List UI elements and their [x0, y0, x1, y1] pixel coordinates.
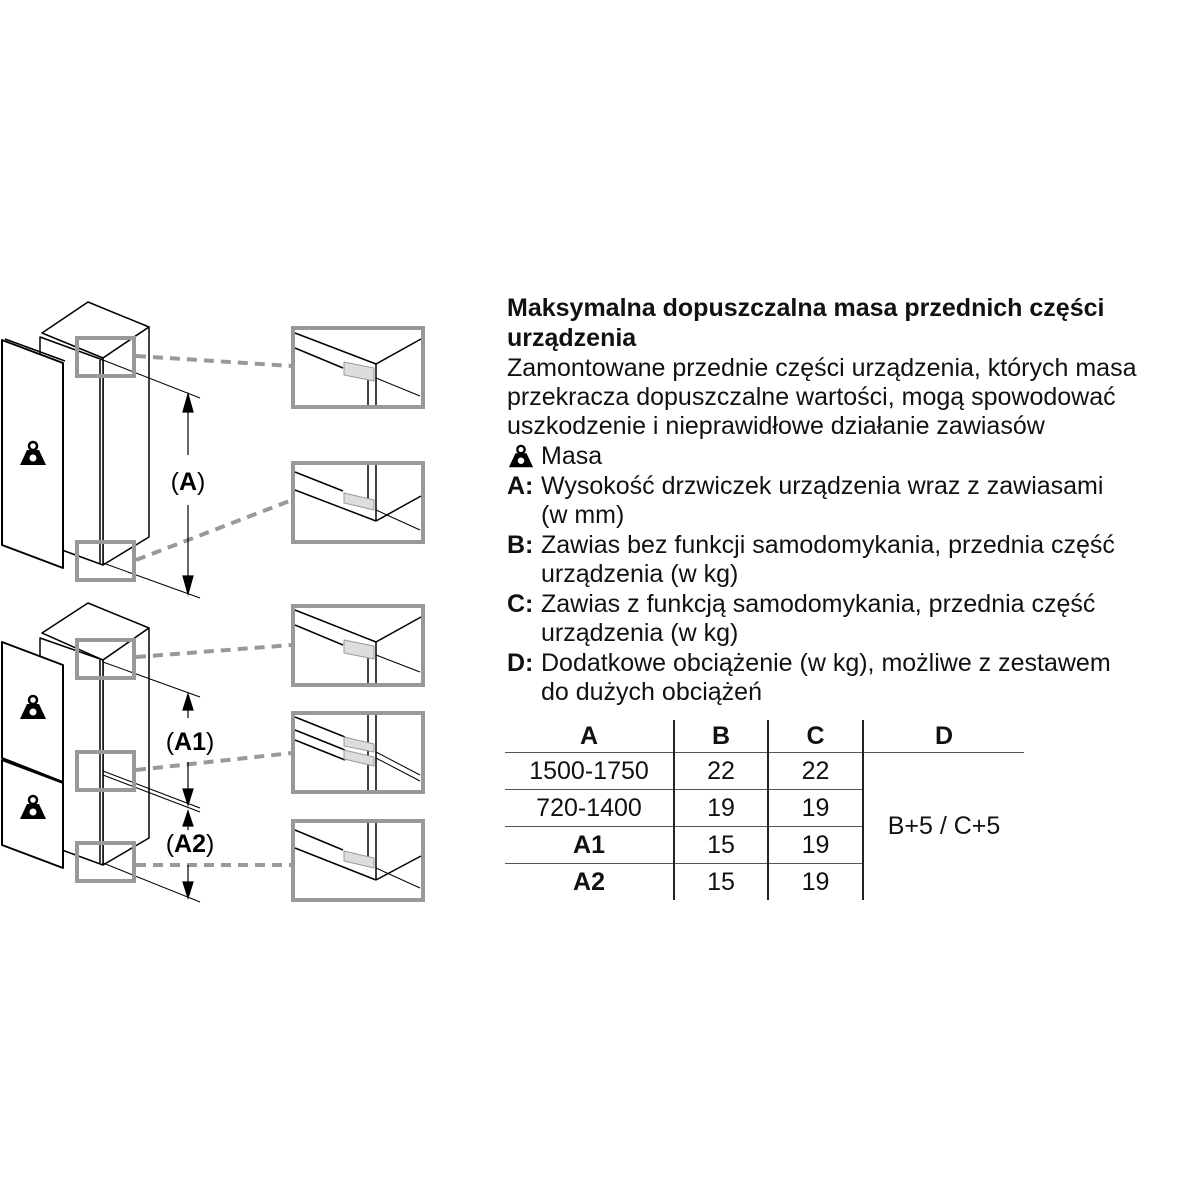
- cell-a: A2: [505, 863, 675, 900]
- cell-b: 15: [674, 826, 769, 864]
- table-row: A2 15 19: [505, 863, 1024, 900]
- hinge-detail-top: [291, 604, 425, 687]
- title-line: urządzenia: [507, 324, 637, 352]
- legend-text: urządzenia (w kg): [541, 560, 739, 588]
- cell-c: 19: [768, 826, 864, 864]
- cell-a: 1500-1750: [505, 752, 675, 790]
- legend-text: do dużych obciążeń: [541, 678, 762, 706]
- zoom-marker: [75, 638, 136, 680]
- table-row: 720-1400 19 19: [505, 789, 1024, 827]
- hinge-detail-middle: [291, 711, 425, 794]
- hinge-detail-bottom: [291, 819, 425, 902]
- dimension-label-a1: (A1): [166, 728, 215, 756]
- legend-key: B:: [507, 531, 534, 559]
- legend-text: Dodatkowe obciążenie (w kg), możliwe z z…: [541, 649, 1111, 677]
- header-c: C: [768, 720, 864, 753]
- header-b: B: [674, 720, 769, 753]
- header-d: D: [863, 720, 1024, 753]
- table-row: 1500-1750 22 22 B+5 / C+5: [505, 752, 1024, 840]
- legend-text: Wysokość drzwiczek urządzenia wraz z zaw…: [541, 472, 1104, 500]
- legend-text: urządzenia (w kg): [541, 619, 739, 647]
- zoom-marker: [75, 841, 136, 883]
- hinge-diagram: (A) (A1) (A2): [1, 301, 425, 903]
- header-a: A: [505, 720, 675, 753]
- legend-text: Zawias z funkcją samodomykania, przednia…: [541, 590, 1096, 618]
- legend-key: D:: [507, 649, 534, 677]
- weight-icon: [508, 444, 534, 469]
- body-text: uszkodzenie i nieprawidłowe działanie za…: [507, 412, 1045, 440]
- cell-c: 19: [768, 789, 864, 827]
- cell-a: 720-1400: [505, 789, 675, 827]
- cell-d: B+5 / C+5: [887, 812, 1001, 840]
- zoom-marker: [75, 336, 136, 378]
- hinge-detail-top: [291, 326, 425, 409]
- legend-mass: Masa: [541, 442, 603, 470]
- title-line: Maksymalna dopuszczalna masa przednich c…: [507, 294, 1105, 322]
- hinge-detail-bottom: [291, 461, 425, 544]
- body-text: przekracza dopuszczalne wartości, mogą s…: [507, 383, 1116, 411]
- cell-c: 22: [768, 752, 864, 790]
- cell-b: 22: [674, 752, 769, 790]
- weight-table: A B C D 1500-1750 22 22 B+5 / C+5 720-14…: [505, 720, 1024, 900]
- legend-key: A:: [507, 472, 534, 500]
- cell-b: 15: [674, 863, 769, 900]
- legend-text: (w mm): [541, 501, 625, 529]
- table-row: A1 15 19: [505, 826, 1024, 864]
- cell-b: 19: [674, 789, 769, 827]
- cell-a: A1: [505, 826, 675, 864]
- legend-key: C:: [507, 590, 534, 618]
- body-text: Zamontowane przednie części urządzenia, …: [507, 354, 1137, 382]
- dimension-label-a2: (A2): [166, 830, 215, 858]
- zoom-marker: [75, 540, 136, 582]
- legend-text: Zawias bez funkcji samodomykania, przedn…: [541, 531, 1115, 559]
- zoom-marker: [75, 750, 136, 792]
- dimension-label-a: (A): [171, 468, 206, 496]
- cell-c: 19: [768, 863, 864, 900]
